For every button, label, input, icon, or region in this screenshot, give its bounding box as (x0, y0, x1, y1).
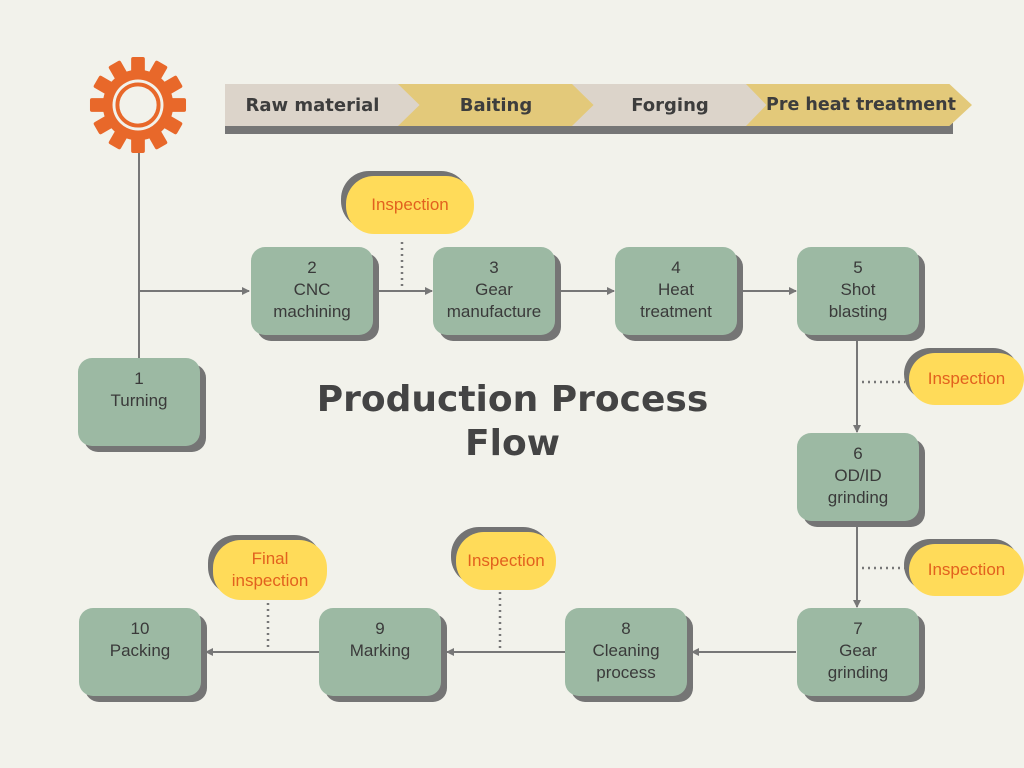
page-title: Production Process Flow (316, 379, 709, 464)
inspection-pill-5-6: Inspection (909, 353, 1024, 405)
step-number: 2 (307, 258, 317, 277)
step-number: 5 (853, 258, 863, 277)
stage-pre-heat-treatment: Pre heat treatment (746, 84, 972, 126)
step-number: 1 (134, 369, 144, 388)
final-inspection-pill: Final inspection (213, 540, 327, 600)
gear-icon (89, 56, 187, 154)
step-7-gear-grinding: 7 Gear grinding (797, 608, 919, 696)
step-label: grinding (827, 663, 889, 682)
stage-bar-shadow (225, 123, 953, 134)
step-label: machining (273, 302, 351, 321)
inspection-pill-8-9: Inspection (456, 532, 556, 590)
step-8-cleaning-process: 8 Cleaning process (565, 608, 687, 696)
step-9-marking: 9 Marking (319, 608, 441, 696)
step-5-shot-blasting: 5 Shot blasting (797, 247, 919, 335)
stage-raw-material: Raw material (225, 84, 420, 126)
inspection-pill-6-7: Inspection (909, 544, 1024, 596)
step-label: CNC (293, 280, 331, 299)
step-label: process (596, 663, 656, 682)
step-label: Gear (475, 280, 513, 299)
step-label: Heat (658, 280, 694, 299)
step-label: manufacture (446, 302, 542, 321)
step-label: blasting (828, 302, 888, 321)
step-number: 3 (489, 258, 499, 277)
step-label: Cleaning (592, 641, 660, 660)
step-number: 4 (671, 258, 681, 277)
step-label: Turning (110, 391, 168, 410)
step-number: 9 (375, 619, 385, 638)
step-label: Shot (840, 280, 876, 299)
step-number: 10 (130, 619, 150, 638)
step-number: 7 (853, 619, 863, 638)
stage-forging: Forging (572, 84, 768, 126)
step-label: OD/ID (834, 466, 882, 485)
step-label: treatment (640, 302, 712, 321)
step-2-cnc-machining: 2 CNC machining (251, 247, 373, 335)
step-number: 6 (853, 444, 863, 463)
step-6-od-id-grinding: 6 OD/ID grinding (797, 433, 919, 521)
step-label: grinding (827, 488, 889, 507)
step-4-heat-treatment: 4 Heat treatment (615, 247, 737, 335)
step-label: Marking (349, 641, 411, 660)
step-1-turning: 1 Turning (78, 358, 200, 446)
step-label: Packing (109, 641, 171, 660)
step-3-gear-manufacture: 3 Gear manufacture (433, 247, 555, 335)
stage-baiting: Baiting (398, 84, 594, 126)
inspection-pill-2-3: Inspection (346, 176, 474, 234)
step-number: 8 (621, 619, 631, 638)
step-label: Gear (839, 641, 877, 660)
step-10-packing: 10 Packing (79, 608, 201, 696)
